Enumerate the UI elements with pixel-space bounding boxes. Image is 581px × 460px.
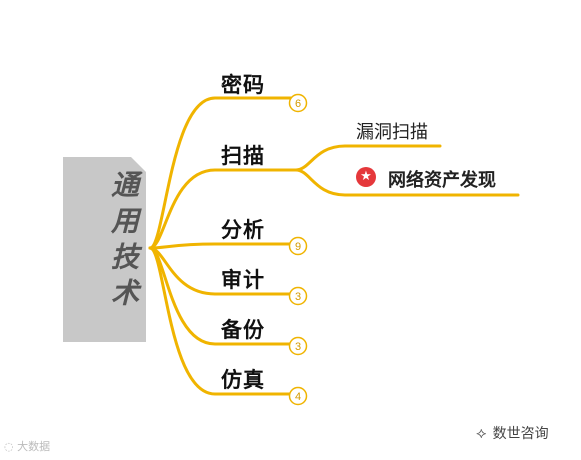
root-label: 通用技术 (107, 170, 140, 314)
sub-wangluo: 网络资产发现 (388, 170, 496, 191)
star-icon: ★ (356, 167, 376, 187)
badge-circle-fangzhen (288, 386, 308, 406)
badge-circle-fenxi (288, 236, 308, 256)
connector-wangluo (294, 168, 520, 197)
branch-mima: 密码 (221, 73, 265, 97)
branch-fenxi: 分析 (221, 218, 265, 242)
badge-fangzhen: 4 (295, 391, 301, 403)
connector-fenxi (148, 242, 298, 250)
badge-mima: 6 (295, 98, 301, 110)
connector-saomiao (148, 168, 298, 250)
weibo-icon: ◌ (4, 440, 14, 453)
watermark-left: ◌ 大数据 (4, 438, 50, 454)
badge-shenji: 3 (295, 291, 301, 303)
badge-circle-mima (288, 93, 308, 113)
badge-fenxi: 9 (295, 241, 301, 253)
badge-beifen: 3 (295, 341, 301, 353)
watermark-left-text: 大数据 (17, 440, 51, 453)
wechat-icon: ⟡ (476, 423, 487, 442)
watermark-right: ⟡ 数世咨询 (476, 423, 549, 443)
connector-fangzhen (148, 246, 298, 396)
connector-loudong (294, 144, 442, 172)
watermark-right-text: 数世咨询 (492, 426, 549, 442)
badge-circle-beifen (288, 336, 308, 356)
branch-fangzhen: 仿真 (221, 368, 265, 392)
sub-loudong: 漏洞扫描 (356, 122, 428, 143)
branch-beifen: 备份 (221, 318, 265, 342)
branch-saomiao: 扫描 (221, 144, 265, 168)
branch-shenji: 审计 (221, 268, 265, 292)
connector-mima (148, 96, 298, 250)
root-node (63, 157, 146, 342)
badge-circle-shenji (288, 286, 308, 306)
